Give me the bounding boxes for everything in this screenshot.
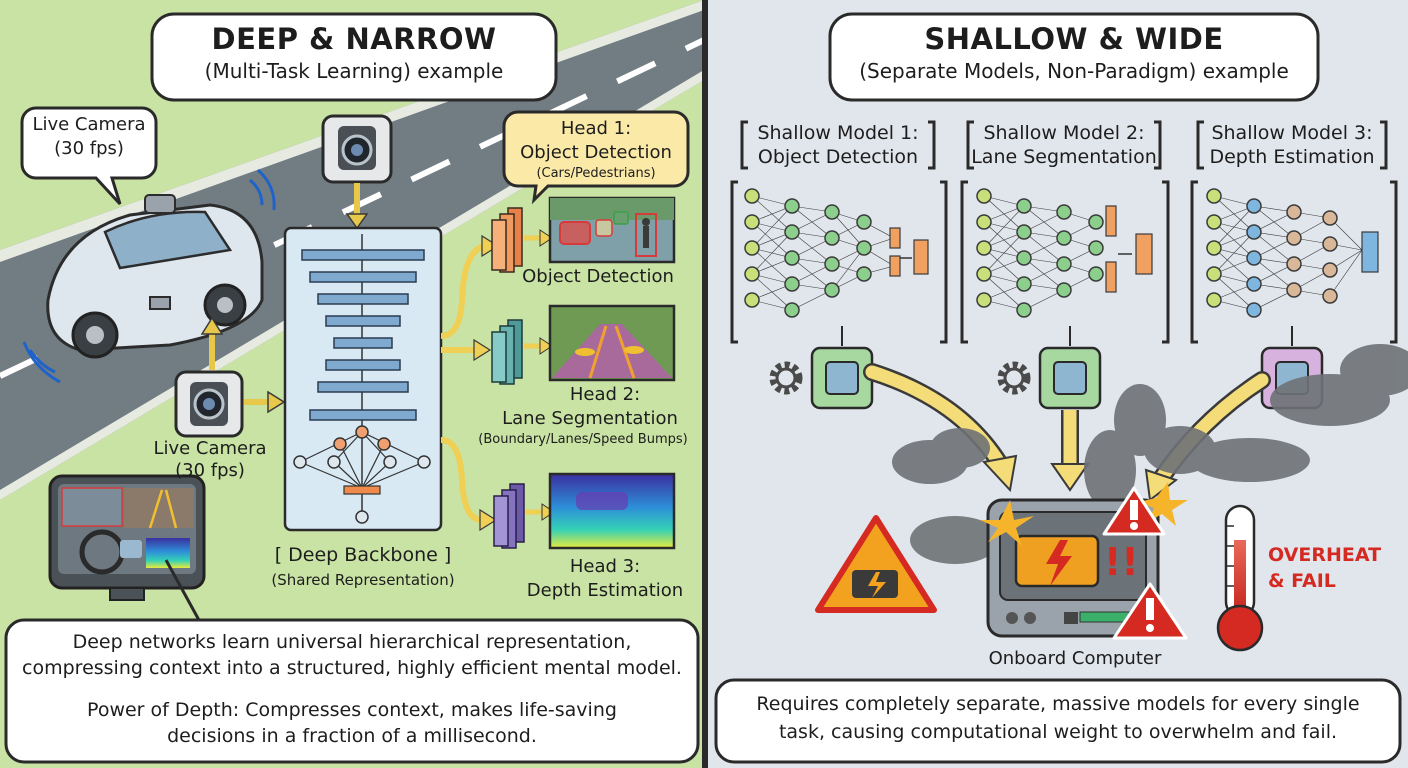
top-camera-icon: [321, 114, 393, 184]
camera-label-line-2: (30 fps): [175, 460, 245, 481]
alert-marks: !!: [1104, 540, 1139, 584]
head3-task: Depth Estimation: [526, 580, 684, 601]
left-title: DEEP & NARROW: [211, 22, 497, 56]
right-summary-line-1: Requires completely separate, massive mo…: [756, 693, 1360, 715]
spark-icon: [980, 482, 1188, 546]
alert-triangle-icon: [1112, 582, 1188, 640]
camera-label-line-1: Live Camera: [153, 438, 267, 459]
model2-title: Shallow Model 2:: [983, 122, 1145, 144]
left-title-box: [150, 12, 558, 102]
left-panel: [0, 0, 706, 768]
model2-task: Lane Segmentation: [971, 146, 1157, 168]
left-summary-box: [4, 618, 700, 764]
head2-title: Head 2:: [569, 384, 641, 405]
left-subtitle: (Multi-Task Learning) example: [204, 59, 504, 83]
head2-detail: (Boundary/Lanes/Speed Bumps): [478, 432, 688, 447]
overheat-line-2: & FAIL: [1268, 570, 1336, 592]
left-summary-line-1: Deep networks learn universal hierarchic…: [72, 631, 632, 653]
shallow-network-1: [744, 188, 929, 318]
processor-module-icon: [810, 346, 874, 410]
autonomous-car: [22, 168, 276, 384]
head3-title: Head 3:: [569, 556, 641, 577]
backbone-title: [ Deep Backbone ]: [274, 544, 452, 566]
backbone-subtitle: (Shared Representation): [271, 571, 455, 589]
dashboard-monitor: [48, 474, 206, 601]
camera-bubble-line-1: Live Camera: [32, 114, 146, 135]
right-summary-box: [714, 678, 1402, 764]
deep-backbone: [283, 226, 443, 532]
gear-icon: [997, 361, 1031, 395]
right-summary-line-2: task, causing computational weight to ov…: [778, 721, 1338, 743]
onboard-computer-label: Onboard Computer: [988, 648, 1162, 669]
head1-bubble-shape: [502, 110, 690, 205]
model1-title: Shallow Model 1:: [757, 122, 919, 144]
right-title: SHALLOW & WIDE: [924, 22, 1224, 56]
shallow-network-2: [976, 188, 1153, 318]
overheat-line-1: OVERHEAT: [1268, 544, 1382, 566]
model1-task: Object Detection: [757, 146, 919, 168]
warning-triangle-engine-icon: [815, 515, 937, 613]
left-summary-line-4: decisions in a fraction of a millisecond…: [167, 725, 537, 747]
left-summary-line-2: compressing context into a structured, h…: [22, 657, 682, 679]
head1-layer-stack: [491, 207, 523, 273]
right-panel: [708, 0, 1408, 768]
lane-segmentation-image: [548, 304, 676, 382]
object-detection-caption: Object Detection: [522, 266, 674, 287]
right-subtitle: (Separate Models, Non-Paradigm) example: [859, 59, 1289, 83]
object-detection-image: [548, 196, 676, 264]
camera-bubble-line-2: (30 fps): [54, 138, 124, 159]
processor-module-icon: [1038, 346, 1102, 410]
side-camera-icon: [174, 370, 244, 438]
smoke-clouds: [892, 344, 1408, 564]
head2-layer-stack: [491, 319, 523, 385]
model3-title: Shallow Model 3:: [1211, 122, 1373, 144]
head3-layer-stack: [493, 483, 525, 549]
camera-bubble-shape: [20, 106, 158, 206]
model3-task: Depth Estimation: [1209, 146, 1375, 168]
alert-triangle-icon: [1102, 486, 1166, 536]
left-summary-line-3: Power of Depth: Compresses context, make…: [87, 699, 617, 721]
head2-task: Lane Segmentation: [502, 408, 678, 429]
head1-title: Head 1:: [560, 118, 632, 139]
head1-detail: (Cars/Pedestrians): [536, 166, 656, 181]
depth-estimation-image: [548, 472, 676, 550]
shallow-network-3: [1206, 188, 1379, 318]
right-title-box: [828, 12, 1320, 102]
head1-task: Object Detection: [520, 142, 672, 163]
model-brackets: [730, 120, 1398, 344]
engine-warning-icon: [1014, 534, 1100, 588]
gear-icon: [769, 361, 803, 395]
thermometer-icon: [1216, 504, 1264, 652]
panel-divider: [702, 0, 708, 768]
